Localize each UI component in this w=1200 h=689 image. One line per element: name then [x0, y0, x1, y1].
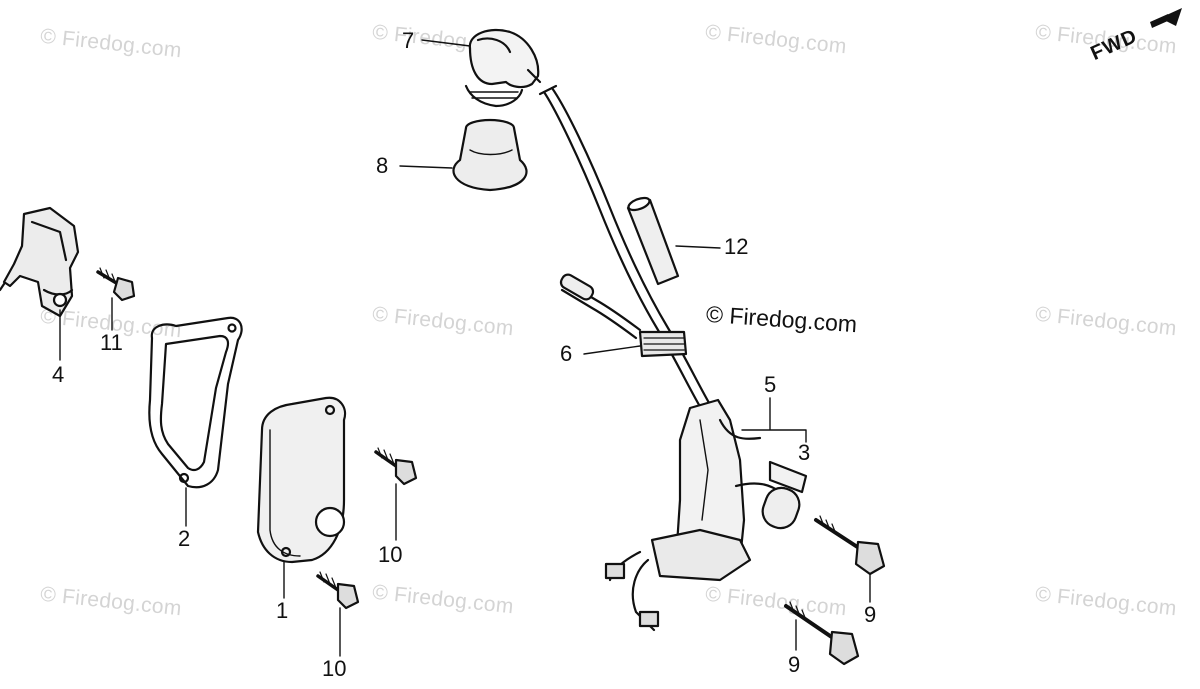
cover-part — [256, 396, 347, 564]
bracket-part — [0, 206, 80, 318]
ignition-coil-part — [604, 398, 782, 632]
callout-10-upper: 10 — [378, 542, 403, 567]
gasket-part — [148, 316, 243, 489]
callout-5: 5 — [764, 372, 777, 397]
callout-8: 8 — [376, 153, 389, 178]
screw-part — [374, 447, 418, 486]
screw-part — [316, 571, 360, 610]
callout-7: 7 — [402, 28, 415, 53]
callout-9-lower: 9 — [788, 652, 801, 677]
callout-12: 12 — [724, 234, 749, 259]
rubber-boot-part — [452, 118, 528, 192]
callout-10-lower: 10 — [322, 656, 347, 681]
plug-cap-part — [464, 28, 542, 108]
screw-part — [96, 267, 136, 302]
high-tension-cord — [538, 84, 714, 412]
callout-6: 6 — [560, 341, 573, 366]
fwd-arrow-icon — [1150, 8, 1182, 28]
tube-part — [626, 196, 680, 286]
callout-2: 2 — [178, 526, 191, 551]
callout-1: 1 — [276, 598, 289, 623]
wire-harness-part — [559, 273, 688, 358]
callout-9-upper: 9 — [864, 602, 877, 627]
bolt-part — [814, 515, 886, 576]
callout-11: 11 — [100, 330, 123, 355]
callout-4: 4 — [52, 362, 65, 387]
callout-3: 3 — [798, 440, 811, 465]
bolt-part — [784, 601, 860, 666]
leader-lines — [59, 39, 871, 657]
condenser-part — [761, 460, 808, 530]
